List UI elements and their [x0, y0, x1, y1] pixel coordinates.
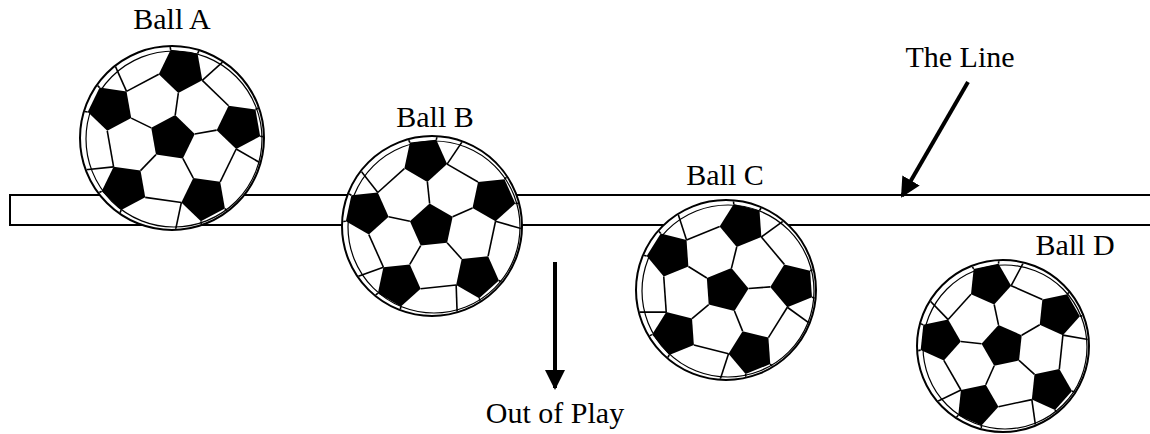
ball-label: Ball B [396, 100, 474, 133]
annotation-label: Out of Play [486, 396, 624, 429]
soccer-ball [263, 58, 599, 388]
soccer-ball [842, 184, 1150, 434]
soccer-ball [3, 0, 345, 306]
pointer-arrow [902, 82, 968, 196]
soccer-ball [565, 121, 893, 434]
balls [3, 0, 1150, 434]
direction-arrow [553, 262, 557, 388]
ball-label: Ball A [133, 2, 211, 35]
ball-label: Ball D [1035, 228, 1114, 261]
ball-label: Ball C [686, 158, 764, 191]
annotation-label: The Line [905, 40, 1014, 73]
